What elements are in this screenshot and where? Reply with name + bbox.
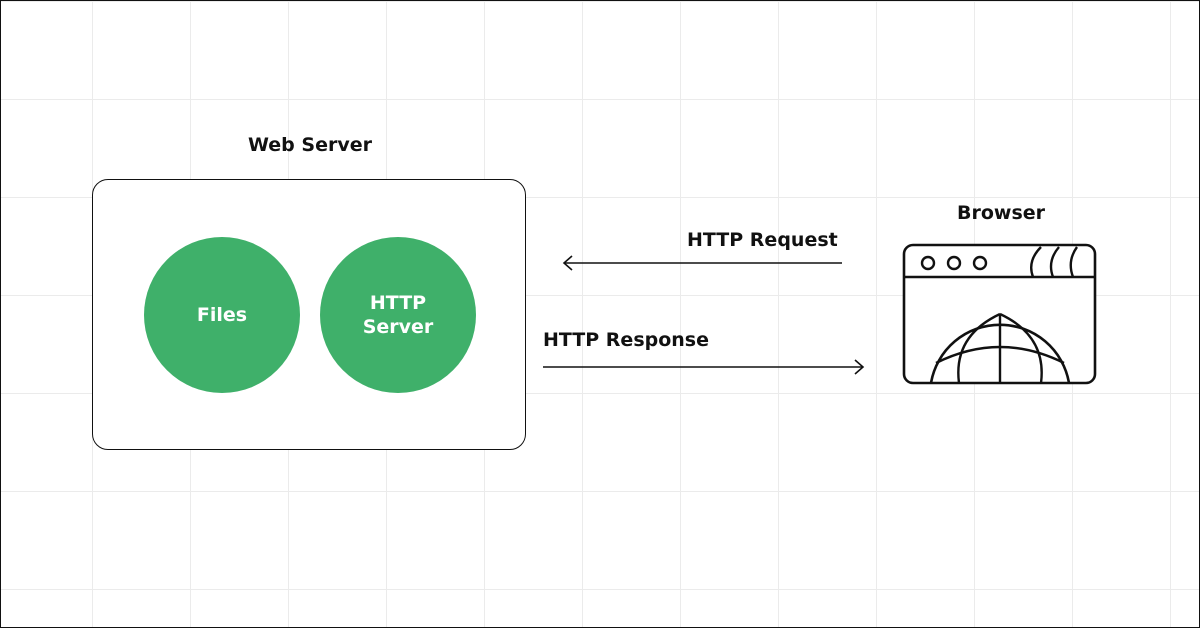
http-server-label-line1: HTTP (369, 292, 427, 314)
files-node-label: Files (196, 304, 248, 326)
web-server-box: Files HTTP Server (92, 179, 526, 450)
http-server-label-line2: Server (362, 316, 434, 338)
web-server-title: Web Server (248, 134, 372, 156)
http-server-node: HTTP Server (320, 237, 476, 393)
http-request-label: HTTP Request (687, 229, 838, 251)
files-node: Files (144, 237, 300, 393)
http-response-label: HTTP Response (543, 329, 709, 351)
browser-title: Browser (957, 202, 1046, 224)
